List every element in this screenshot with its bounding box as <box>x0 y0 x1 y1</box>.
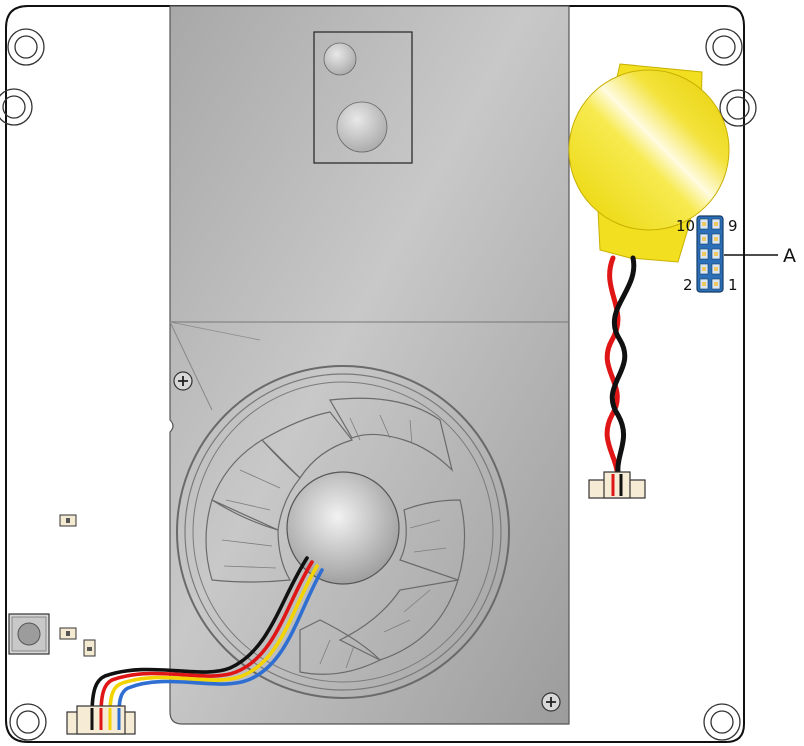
fan-cable <box>90 556 324 717</box>
fan-housing <box>176 365 510 699</box>
coin-cell-battery <box>568 63 730 263</box>
mounting-hole-bottom-right <box>703 703 741 741</box>
mounting-hole-bottom-left <box>9 703 47 741</box>
callout-label: A <box>783 245 796 267</box>
pin-header-10 <box>696 215 724 293</box>
heatsink-fan-assembly <box>169 5 570 725</box>
pin-label-9: 9 <box>728 217 738 235</box>
screw-icon <box>173 371 193 391</box>
mounting-hole-left-2 <box>0 88 33 126</box>
screw-icon <box>541 692 561 712</box>
mounting-hole-top-left <box>7 28 45 66</box>
heatsink-cutout <box>313 31 413 164</box>
smd-component <box>83 639 96 657</box>
mounting-hole-top-right <box>705 28 743 66</box>
mounting-hole-right-2 <box>719 89 757 127</box>
battery-connector <box>588 471 646 499</box>
fan-hub <box>286 471 400 585</box>
fan-blades <box>205 397 466 675</box>
pin-label-2: 2 <box>683 276 693 294</box>
smd-component <box>59 514 77 527</box>
pin-label-10: 10 <box>676 217 695 235</box>
pin-label-1: 1 <box>728 276 738 294</box>
push-button <box>8 613 50 655</box>
battery-cable <box>604 255 637 493</box>
heatsink-large-circle <box>336 101 388 153</box>
heatsink-small-circle <box>323 42 357 76</box>
fan-connector <box>66 705 136 735</box>
smd-component <box>59 627 77 640</box>
